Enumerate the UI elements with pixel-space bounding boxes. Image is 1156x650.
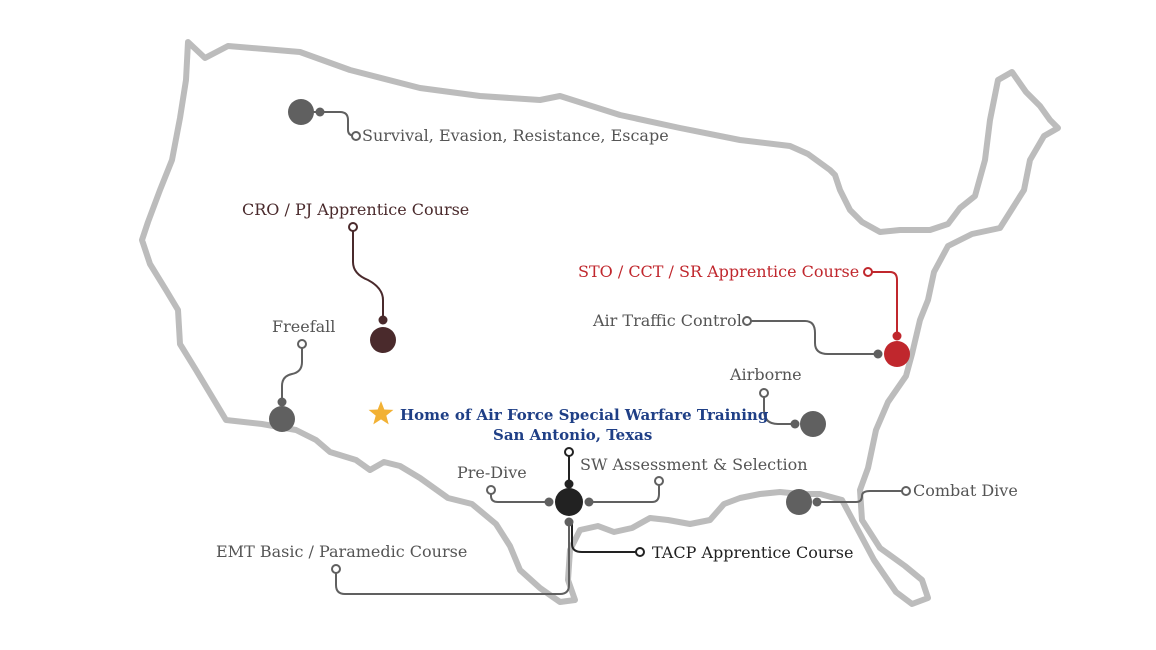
label-atc: Air Traffic Control	[592, 311, 742, 330]
node-atc	[742, 316, 883, 359]
label-airborne: Airborne	[729, 365, 802, 384]
home-location: San Antonio, Texas	[493, 426, 652, 444]
label-pre-dive: Pre-Dive	[457, 463, 527, 482]
node-sto-cct-sr	[863, 267, 910, 367]
label-sw-assessment: SW Assessment & Selection	[580, 455, 808, 474]
label-emt: EMT Basic / Paramedic Course	[216, 542, 467, 561]
home-title: Home of Air Force Special Warfare Traini…	[400, 406, 769, 424]
label-freefall: Freefall	[272, 317, 335, 336]
node-freefall	[269, 339, 307, 432]
label-tacp: TACP Apprentice Course	[652, 543, 853, 562]
label-sere: Survival, Evasion, Resistance, Escape	[362, 126, 669, 145]
star-icon	[368, 401, 394, 425]
label-cro-pj: CRO / PJ Apprentice Course	[242, 200, 469, 219]
label-sto-cct-sr: STO / CCT / SR Apprentice Course	[578, 262, 859, 281]
us-outline	[139, 39, 1061, 607]
node-airborne	[759, 388, 826, 437]
node-combat-dive	[786, 486, 911, 515]
node-cro-pj	[348, 222, 396, 353]
node-sere	[288, 99, 361, 141]
hub-san-antonio	[331, 447, 664, 595]
label-combat-dive: Combat Dive	[913, 481, 1018, 500]
